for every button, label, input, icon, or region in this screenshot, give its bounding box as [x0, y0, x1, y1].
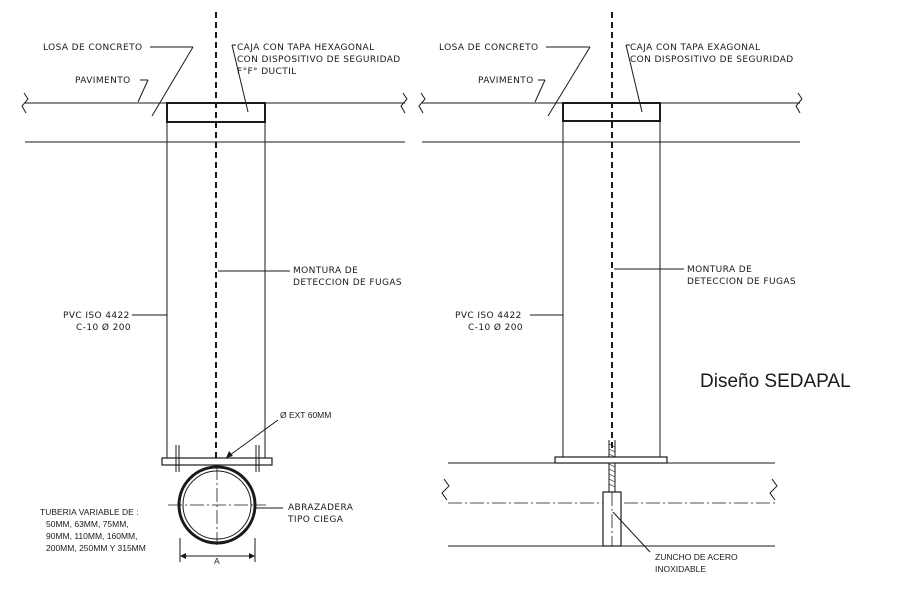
- left-dim-arrow: [249, 553, 255, 559]
- left-break-mark: [21, 92, 29, 114]
- left-detail: A LOSA DE CONCRETO PAVIMENTO CAJA CON TA…: [21, 12, 408, 566]
- left-pavimento-leader: [137, 79, 149, 103]
- left-pavimento-label: PAVIMENTO: [75, 76, 131, 86]
- left-losa-label: LOSA DE CONCRETO: [43, 43, 142, 53]
- left-losa-leader: [151, 46, 194, 117]
- left-caja-label-3: F°F° DUCTIL: [237, 67, 297, 77]
- left-saddle-plate: [161, 457, 273, 466]
- right-losa-leader: [547, 46, 591, 117]
- right-zuncho-label-2: INOXIDABLE: [655, 564, 706, 574]
- right-caja-label-1: CAJA CON TAPA EXAGONAL: [630, 43, 760, 53]
- left-tuberia-label-1: TUBERIA VARIABLE DE :: [40, 507, 139, 517]
- right-pvc-label-2: C-10 Ø 200: [468, 322, 523, 333]
- left-diam-arrow: [226, 451, 233, 458]
- left-caja-leader: [231, 44, 249, 113]
- left-dim-arrow: [180, 553, 186, 559]
- right-pipe-break-mark: [441, 478, 450, 501]
- left-tuberia-label-2: 50MM, 63MM, 75MM,: [46, 519, 129, 529]
- right-saddle-plate: [554, 456, 668, 464]
- right-pipe-break-mark: [769, 478, 778, 501]
- right-zuncho-leader: [612, 511, 651, 553]
- right-montura-label-2: DETECCION DE FUGAS: [687, 277, 796, 287]
- right-break-mark: [795, 92, 803, 114]
- left-abrazadera-label-2: TIPO CIEGA: [287, 515, 344, 525]
- left-montura-label-1: MONTURA DE: [293, 266, 358, 276]
- left-tuberia-label-3: 90MM, 110MM, 160MM,: [46, 531, 137, 541]
- left-caja-label-1: CAJA CON TAPA HEXAGONAL: [237, 43, 375, 53]
- left-diam-leader: [225, 419, 279, 459]
- right-losa-label: LOSA DE CONCRETO: [439, 43, 538, 53]
- right-detail: LOSA DE CONCRETO PAVIMENTO CAJA CON TAPA…: [418, 12, 803, 574]
- left-diam-ext-label: Ø EXT 60MM: [280, 410, 331, 420]
- right-zuncho-label-1: ZUNCHO DE ACERO: [655, 552, 738, 562]
- left-break-mark: [400, 92, 408, 114]
- left-caja-label-2: CON DISPOSITIVO DE SEGURIDAD: [237, 55, 401, 65]
- right-pavimento-label: PAVIMENTO: [478, 76, 534, 86]
- right-pvc-label-1: PVC ISO 4422: [455, 311, 522, 321]
- right-caja-leader: [625, 44, 643, 113]
- right-rod-thread: [608, 443, 616, 488]
- left-tuberia-label-4: 200MM, 250MM Y 315MM: [46, 543, 146, 553]
- right-montura-label-1: MONTURA DE: [687, 265, 752, 275]
- left-abrazadera-label-1: ABRAZADERA: [288, 503, 354, 513]
- right-pavimento-leader: [534, 79, 546, 103]
- right-caja-label-2: CON DISPOSITIVO DE SEGURIDAD: [630, 55, 794, 65]
- caption-sedapal: Diseño SEDAPAL: [700, 371, 851, 392]
- right-break-mark: [418, 92, 426, 114]
- left-montura-label-2: DETECCION DE FUGAS: [293, 278, 402, 288]
- left-pvc-label-2: C-10 Ø 200: [76, 322, 131, 333]
- left-pvc-label-1: PVC ISO 4422: [63, 311, 130, 321]
- left-dim-a-label: A: [214, 556, 220, 566]
